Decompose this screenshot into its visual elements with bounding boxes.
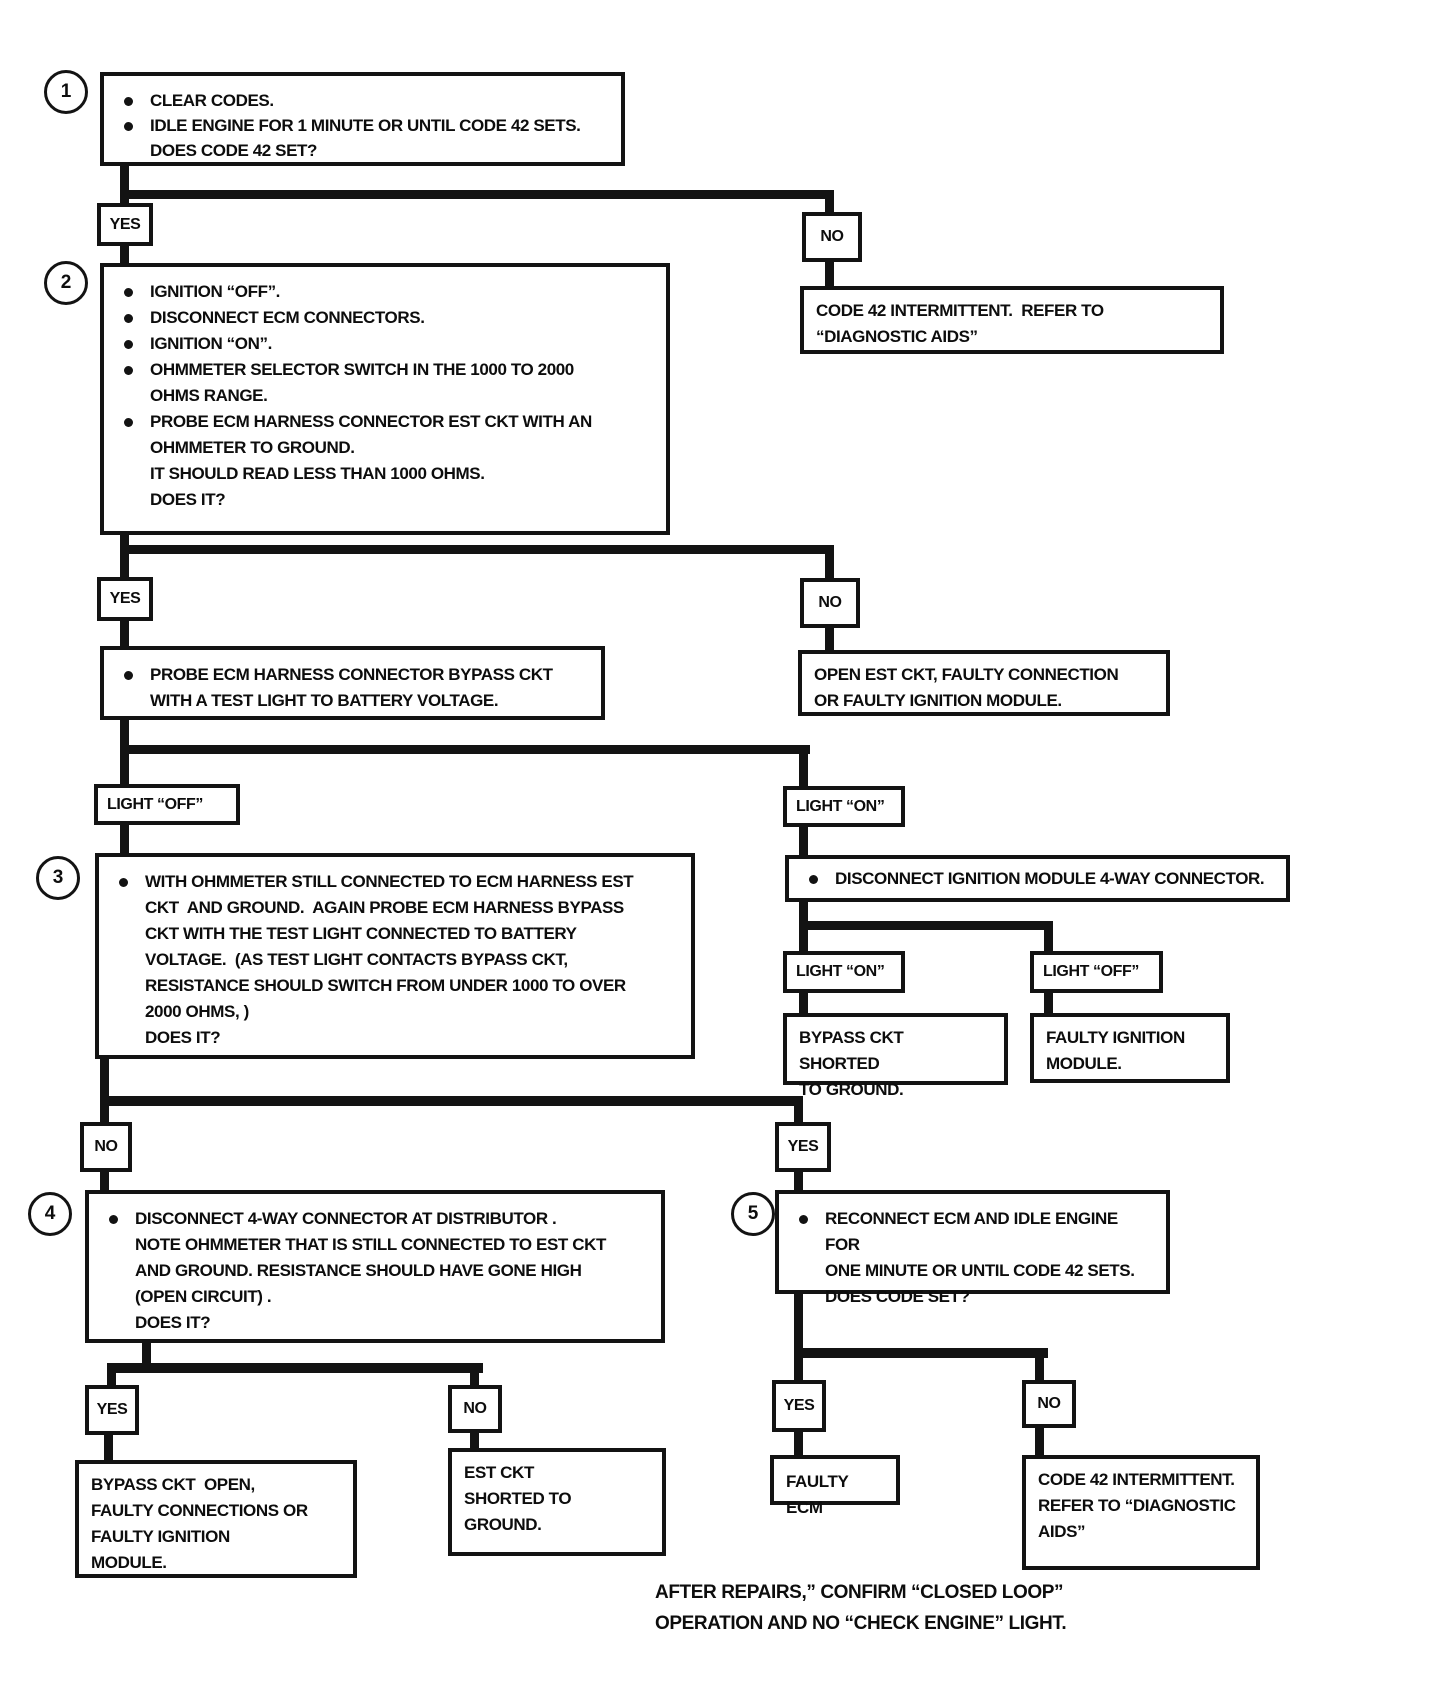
bullet-icon (809, 875, 818, 884)
result-faulty-ecm: FAULTY ECM (770, 1455, 900, 1517)
result-faulty-ignition-module: FAULTY IGNITION MODULE. (1030, 1013, 1230, 1083)
step-1-text: CLEAR CODES. (150, 91, 274, 110)
connector-line (794, 1096, 803, 1124)
step-1-text: IDLE ENGINE FOR 1 MINUTE OR UNTIL CODE 4… (150, 116, 581, 160)
connector-line (107, 1363, 483, 1373)
step-2-text: IGNITION “OFF”. (150, 282, 280, 301)
step-1-box: CLEAR CODES. IDLE ENGINE FOR 1 MINUTE OR… (100, 72, 625, 166)
branch-no-label: NO (448, 1385, 502, 1433)
connector-line (120, 619, 129, 648)
result-code42-intermittent-bottom: CODE 42 INTERMITTENT. REFER TO “DIAGNOST… (1022, 1455, 1260, 1570)
connector-line (100, 1170, 109, 1192)
step-5-text: RECONNECT ECM AND IDLE ENGINE FOR ONE MI… (825, 1209, 1135, 1306)
step-1-badge: 1 (44, 70, 88, 114)
branch-no-label: NO (802, 212, 862, 262)
connector-line (120, 190, 834, 199)
branch-light-off-label: LIGHT “OFF” (1030, 951, 1163, 993)
bullet-icon (124, 366, 133, 375)
step-2-badge: 2 (44, 261, 88, 305)
step-4-box: DISCONNECT 4-WAY CONNECTOR AT DISTRIBUTO… (85, 1190, 665, 1343)
bullet-icon (124, 288, 133, 297)
result-est-shorted: EST CKT SHORTED TO GROUND. (448, 1448, 666, 1556)
step-4-text: DISCONNECT 4-WAY CONNECTOR AT DISTRIBUTO… (135, 1209, 606, 1332)
step-5-badge: 5 (731, 1192, 775, 1236)
branch-light-off-label: LIGHT “OFF” (94, 784, 240, 825)
footer-note: AFTER REPAIRS,” CONFIRM “CLOSED LOOP” OP… (655, 1582, 1067, 1634)
connector-line (799, 745, 808, 788)
result-open-est-ckt: OPEN EST CKT, FAULTY CONNECTION OR FAULT… (798, 650, 1170, 716)
bullet-icon (799, 1215, 808, 1224)
connector-line (794, 1430, 803, 1457)
bullet-icon (109, 1215, 118, 1224)
connector-line (799, 825, 808, 857)
connector-line (120, 166, 129, 205)
connector-line (794, 1348, 1048, 1358)
connector-line (120, 533, 129, 579)
connector-line (104, 1433, 113, 1462)
connector-line (120, 545, 830, 554)
branch-no-label: NO (80, 1122, 132, 1172)
connector-line (120, 823, 129, 855)
branch-yes-label: YES (97, 577, 153, 621)
connector-line (825, 545, 834, 580)
step-5-box: RECONNECT ECM AND IDLE ENGINE FOR ONE MI… (775, 1190, 1170, 1306)
result-bypass-open: BYPASS CKT OPEN, FAULTY CONNECTIONS OR F… (75, 1460, 357, 1578)
bullet-icon (124, 671, 133, 680)
step-2-text: DISCONNECT ECM CONNECTORS. (150, 308, 425, 327)
connector-line (799, 991, 808, 1015)
connector-line (100, 1096, 803, 1106)
branch-light-on-label: LIGHT “ON” (783, 786, 905, 827)
bullet-icon (124, 418, 133, 427)
branch-no-label: NO (800, 578, 860, 628)
bullet-icon (124, 97, 133, 106)
branch-yes-label: YES (97, 203, 153, 246)
step-2-text: OHMMETER SELECTOR SWITCH IN THE 1000 TO … (150, 360, 574, 405)
disconnect-ignition-module-box: DISCONNECT IGNITION MODULE 4-WAY CONNECT… (785, 855, 1290, 902)
connector-line (1035, 1348, 1044, 1382)
probe-bypass-text: PROBE ECM HARNESS CONNECTOR BYPASS CKT W… (150, 665, 553, 710)
connector-line (794, 1292, 803, 1382)
connector-line (107, 1363, 116, 1387)
bullet-icon (124, 314, 133, 323)
bullet-icon (124, 122, 133, 131)
branch-light-on-label: LIGHT “ON” (783, 951, 905, 993)
step-2-text: PROBE ECM HARNESS CONNECTOR EST CKT WITH… (150, 412, 592, 509)
step-3-box: WITH OHMMETER STILL CONNECTED TO ECM HAR… (95, 853, 695, 1059)
step-4-badge: 4 (28, 1192, 72, 1236)
connector-line (825, 260, 834, 288)
connector-line (1035, 1426, 1044, 1457)
step-2-text: IGNITION “ON”. (150, 334, 272, 353)
disconnect-ignition-module-text: DISCONNECT IGNITION MODULE 4-WAY CONNECT… (835, 869, 1265, 888)
bullet-icon (119, 878, 128, 887)
branch-no-label: NO (1022, 1380, 1076, 1428)
result-code42-intermittent-top: CODE 42 INTERMITTENT. REFER TO “DIAGNOST… (800, 286, 1224, 354)
connector-line (825, 190, 834, 214)
connector-line (120, 246, 129, 265)
branch-yes-label: YES (775, 1122, 831, 1172)
result-bypass-shorted: BYPASS CKT SHORTED TO GROUND. (783, 1013, 1008, 1099)
connector-line (120, 745, 810, 754)
connector-line (470, 1363, 479, 1387)
connector-line (799, 921, 1053, 930)
step-3-text: WITH OHMMETER STILL CONNECTED TO ECM HAR… (145, 872, 634, 1047)
connector-line (1044, 921, 1053, 953)
step-2-box: IGNITION “OFF”. DISCONNECT ECM CONNECTOR… (100, 263, 670, 535)
connector-line (1044, 991, 1053, 1015)
step-3-badge: 3 (36, 856, 80, 900)
connector-line (470, 1431, 479, 1450)
connector-line (142, 1341, 151, 1373)
connector-line (794, 1170, 803, 1192)
connector-line (100, 1057, 109, 1124)
branch-yes-label: YES (85, 1385, 139, 1435)
probe-bypass-box: PROBE ECM HARNESS CONNECTOR BYPASS CKT W… (100, 646, 605, 720)
bullet-icon (124, 340, 133, 349)
branch-yes-label: YES (772, 1380, 826, 1432)
connector-line (825, 626, 834, 652)
